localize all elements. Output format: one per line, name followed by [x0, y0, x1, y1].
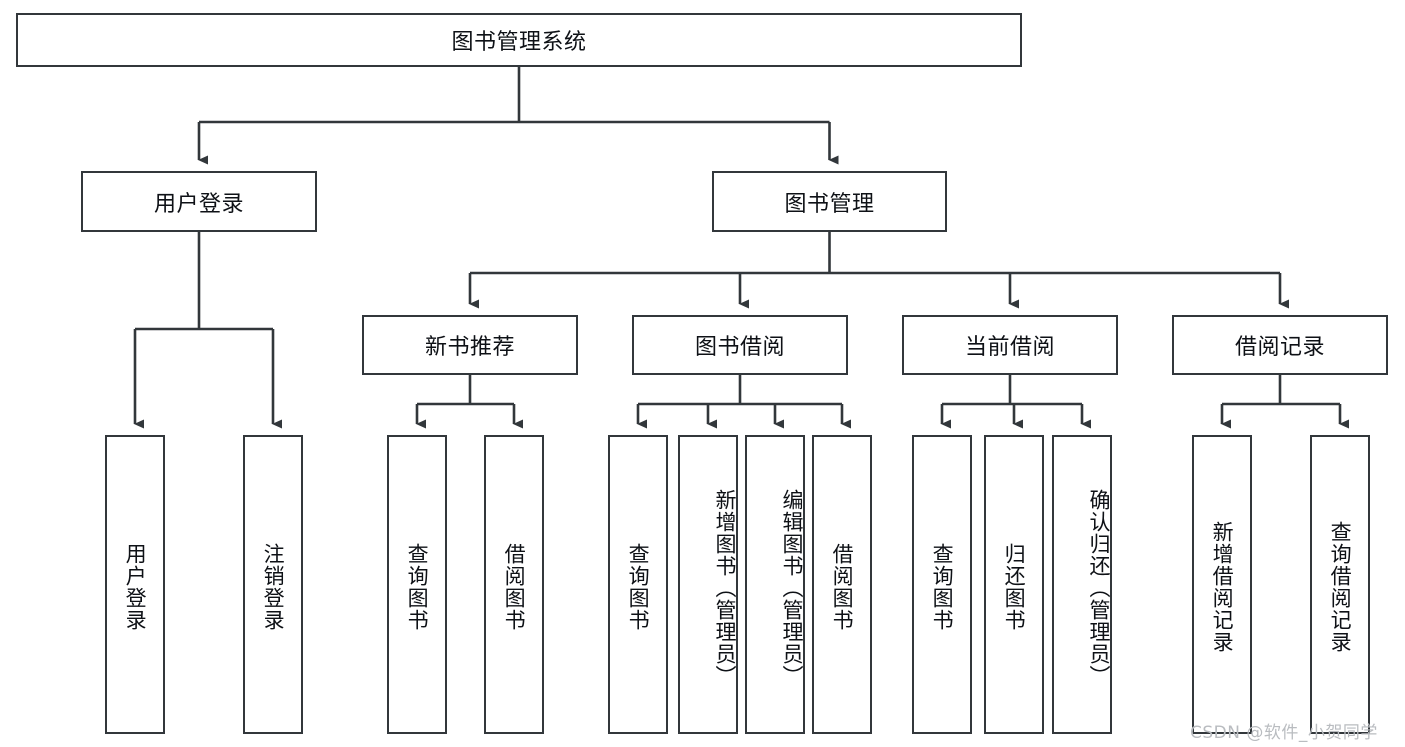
leaf-query-book-rec-label: 查询图书	[405, 542, 430, 631]
leaf-user-login[interactable]: 用户登录	[105, 435, 165, 734]
node-new-book-rec[interactable]: 新书推荐	[362, 315, 578, 375]
node-book-manage[interactable]: 图书管理	[712, 171, 947, 232]
edge-group	[133, 67, 1349, 429]
leaf-borrow-book-label: 借阅图书	[830, 542, 855, 631]
leaf-query-record[interactable]: 查询借阅记录	[1310, 435, 1370, 734]
node-root[interactable]: 图书管理系统	[16, 13, 1022, 67]
leaf-return-book[interactable]: 归还图书	[984, 435, 1044, 734]
leaf-confirm-return-label: 确认归还（管理员）	[1087, 488, 1111, 687]
leaf-borrow-book-rec-label: 借阅图书	[502, 542, 527, 631]
leaf-edit-book-label: 编辑图书（管理员）	[780, 488, 804, 687]
node-current-borrow[interactable]: 当前借阅	[902, 315, 1118, 375]
node-user-login-label: 用户登录	[153, 191, 244, 217]
leaf-query-book-borrow[interactable]: 查询图书	[608, 435, 668, 734]
leaf-add-record[interactable]: 新增借阅记录	[1192, 435, 1252, 734]
node-user-login[interactable]: 用户登录	[81, 171, 317, 232]
leaf-add-book[interactable]: 新增图书（管理员）	[678, 435, 738, 734]
leaf-confirm-return[interactable]: 确认归还（管理员）	[1052, 435, 1112, 734]
leaf-user-logout[interactable]: 注销登录	[243, 435, 303, 734]
leaf-edit-book[interactable]: 编辑图书（管理员）	[745, 435, 805, 734]
leaf-user-logout-label: 注销登录	[261, 542, 286, 631]
leaf-borrow-book[interactable]: 借阅图书	[812, 435, 872, 734]
leaf-return-book-label: 归还图书	[1002, 542, 1027, 631]
node-book-manage-label: 图书管理	[784, 191, 875, 217]
node-book-borrow[interactable]: 图书借阅	[632, 315, 848, 375]
node-current-borrow-label: 当前借阅	[964, 335, 1055, 360]
node-new-book-rec-label: 新书推荐	[424, 335, 515, 360]
leaf-borrow-book-rec[interactable]: 借阅图书	[484, 435, 544, 734]
leaf-query-book-borrow-label: 查询图书	[626, 542, 651, 631]
node-borrow-record[interactable]: 借阅记录	[1172, 315, 1388, 375]
node-book-borrow-label: 图书借阅	[694, 335, 785, 360]
node-root-label: 图书管理系统	[451, 30, 587, 55]
leaf-query-book-cur-label: 查询图书	[930, 542, 955, 631]
leaf-user-login-label: 用户登录	[123, 542, 148, 631]
leaf-query-book-rec[interactable]: 查询图书	[387, 435, 447, 734]
leaf-add-record-label: 新增借阅记录	[1210, 520, 1235, 653]
leaf-query-book-cur[interactable]: 查询图书	[912, 435, 972, 734]
csdn-watermark: CSDN @软件_小贺同学	[1190, 723, 1378, 743]
leaf-add-book-label: 新增图书（管理员）	[713, 488, 737, 687]
leaf-query-record-label: 查询借阅记录	[1328, 520, 1353, 653]
node-borrow-record-label: 借阅记录	[1234, 335, 1325, 360]
